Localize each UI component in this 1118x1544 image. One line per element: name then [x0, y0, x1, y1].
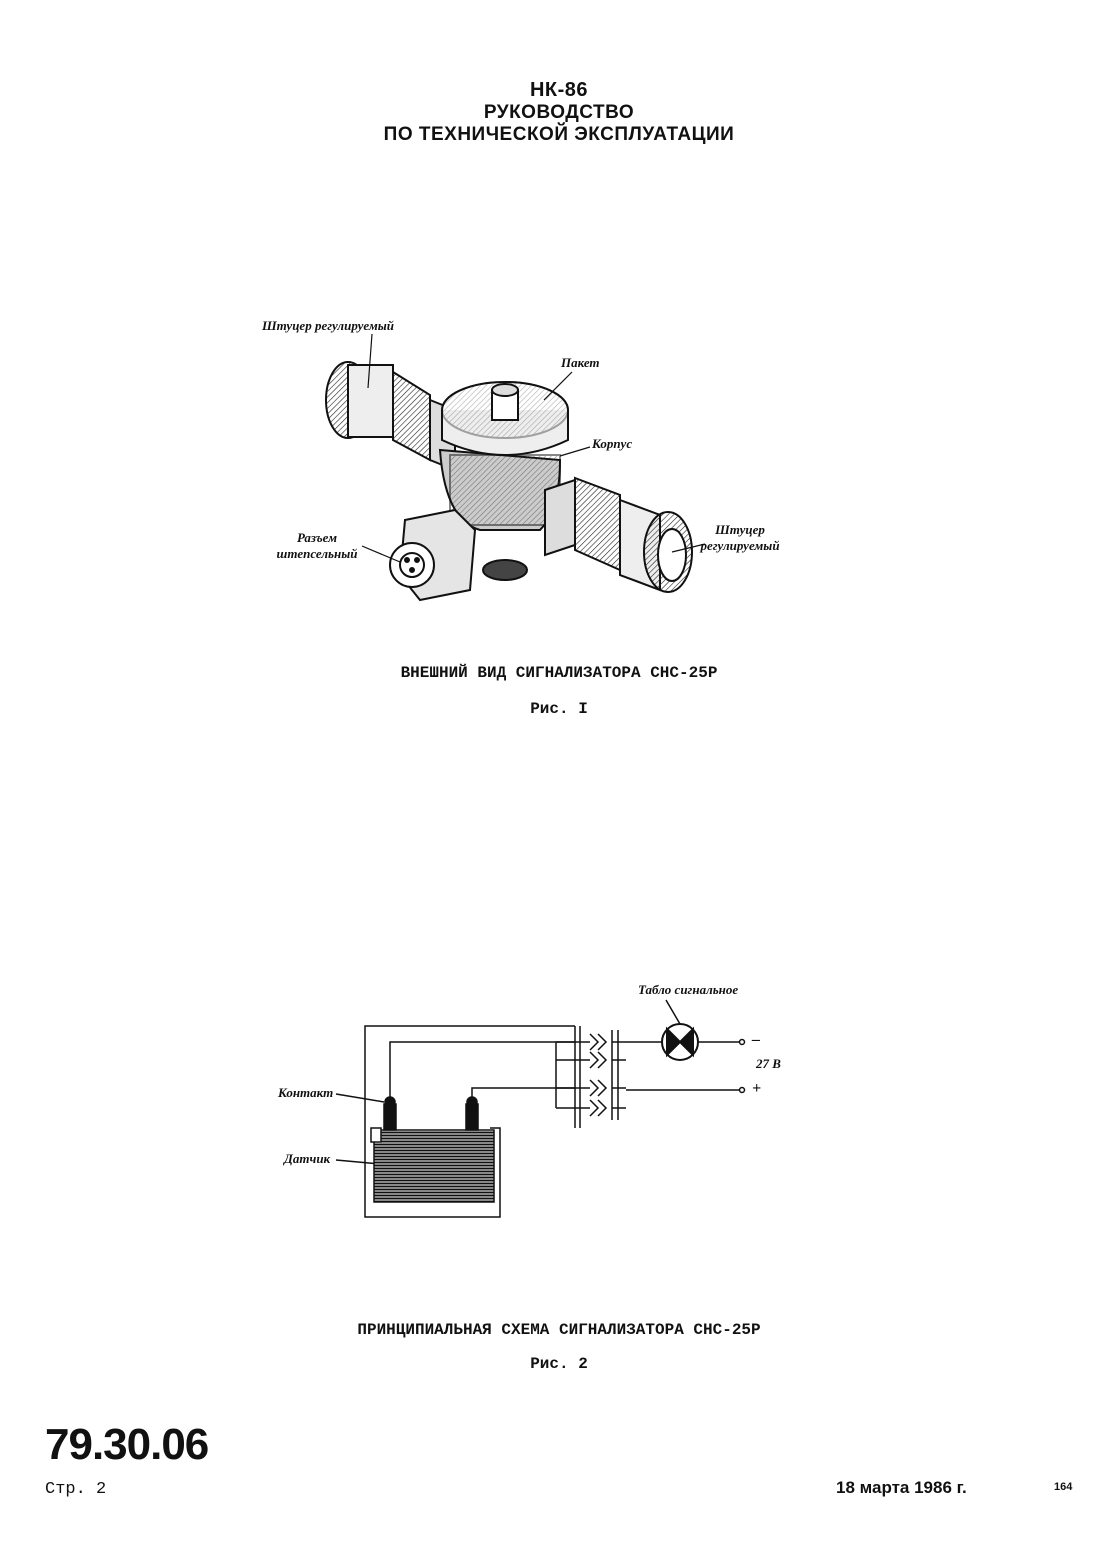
- label-body: Корпус: [592, 436, 633, 451]
- document-number: 79.30.06: [45, 1420, 209, 1469]
- signal-lamp: [661, 1023, 699, 1061]
- figure1-caption: ВНЕШНИЙ ВИД СИГНАЛИЗАТОРА СНС-25Р: [400, 664, 718, 682]
- label-fitting-right: Штуцер регулируемый: [690, 522, 790, 554]
- page-number: Стр. 2: [45, 1480, 107, 1499]
- label-fitting-left: Штуцер регулируемый: [262, 318, 395, 333]
- manual-title-line2: ПО ТЕХНИЧЕСКОЙ ЭКСПЛУАТАЦИИ: [383, 124, 735, 145]
- label-fitting-right-line2: регулируемый: [700, 538, 780, 553]
- document-header: НК-86 РУКОВОДСТВО ПО ТЕХНИЧЕСКОЙ ЭКСПЛУА…: [0, 78, 1118, 146]
- left-fitting: [325, 361, 456, 472]
- model-title: НК-86: [529, 79, 589, 101]
- valve-body: [389, 381, 569, 602]
- label-signal-panel: Табло сигнальное: [638, 982, 739, 997]
- figure2-schematic: [335, 999, 746, 1218]
- figure2-caption: ПРИНЦИПИАЛЬНАЯ СХЕМА СИГНАЛИЗАТОРА СНС-2…: [357, 1321, 761, 1339]
- right-fitting: [544, 476, 693, 593]
- label-connector: Разъем штепсельный: [272, 530, 362, 562]
- revision-date: 18 марта 1986 г.: [836, 1478, 967, 1497]
- label-voltage: 27 В: [756, 1056, 781, 1071]
- figure1-number: Рис. I: [530, 700, 588, 718]
- manual-title-line1: РУКОВОДСТВО: [483, 102, 635, 123]
- label-contact: Контакт: [278, 1085, 334, 1100]
- label-fitting-right-line1: Штуцер: [715, 522, 765, 537]
- sensor: [370, 1096, 495, 1203]
- connector-plug: [556, 1030, 626, 1120]
- sheet-number: 164: [1054, 1481, 1073, 1493]
- label-package: Пакет: [561, 355, 600, 370]
- label-connector-line2: штепсельный: [276, 546, 358, 561]
- label-connector-line1: Разъем: [296, 530, 338, 545]
- label-minus: –: [752, 1031, 760, 1048]
- label-sensor: Датчик: [284, 1151, 331, 1166]
- figure2-number: Рис. 2: [530, 1355, 588, 1373]
- label-plus: +: [752, 1080, 762, 1097]
